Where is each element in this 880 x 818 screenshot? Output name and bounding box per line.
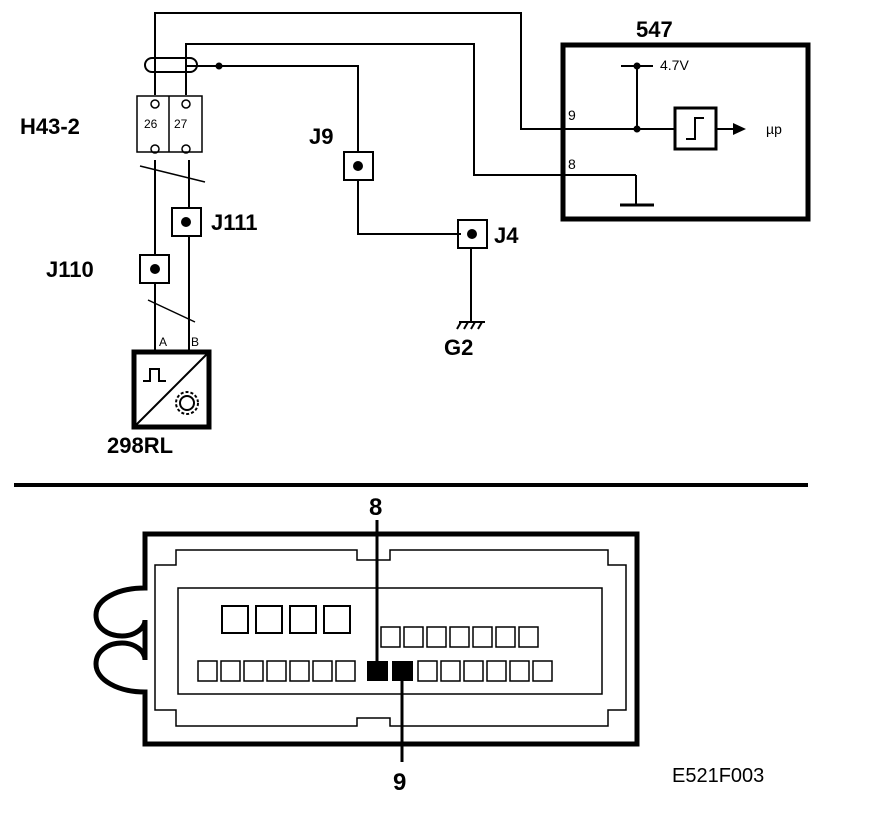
pin-8-highlight [367,661,388,681]
pin-9-label: 9 [568,107,576,123]
ground-g2-label: G2 [444,335,473,360]
junction-j110: J110 [46,254,170,284]
pinout-pin-8-label: 8 [369,494,382,521]
sensor-298rl: A B 298RL [107,335,212,458]
wires [139,12,565,352]
shield-symbol [144,57,198,73]
junction-j9: J9 [309,124,374,181]
ecu-label: 547 [636,17,673,42]
connector-h43-2: H43-2 26 27 [20,95,203,154]
shield-splice [215,62,223,70]
sensor-pin-a: A [159,335,167,349]
connector-pin-27: 27 [174,117,188,131]
figure-code: E521F003 [672,765,764,787]
connector-pin-26: 26 [144,117,158,131]
j4-label: J4 [494,223,519,248]
pinout-pin-9-label: 9 [393,769,406,796]
output-arrow [733,123,746,135]
pulse-icon [143,368,166,382]
micro-label: µp [766,121,782,137]
j9-label: J9 [309,124,333,149]
pin-8-label: 8 [568,156,576,172]
pin-9-highlight [392,661,413,681]
sensor-pin-b: B [191,335,199,349]
connector-label: H43-2 [20,114,80,139]
gear-icon [175,391,199,415]
ecu-547: 547 4.7V 9 µp 8 [560,17,811,222]
junction-j111: J111 [171,207,258,237]
sensor-label: 298RL [107,433,173,458]
connector-pinout: 8 9 [93,494,640,796]
j110-label: J110 [46,257,94,282]
j111-label: J111 [211,210,258,235]
supply-voltage-label: 4.7V [660,57,689,73]
signal-node [633,125,641,133]
junction-j4: J4 [457,219,519,249]
